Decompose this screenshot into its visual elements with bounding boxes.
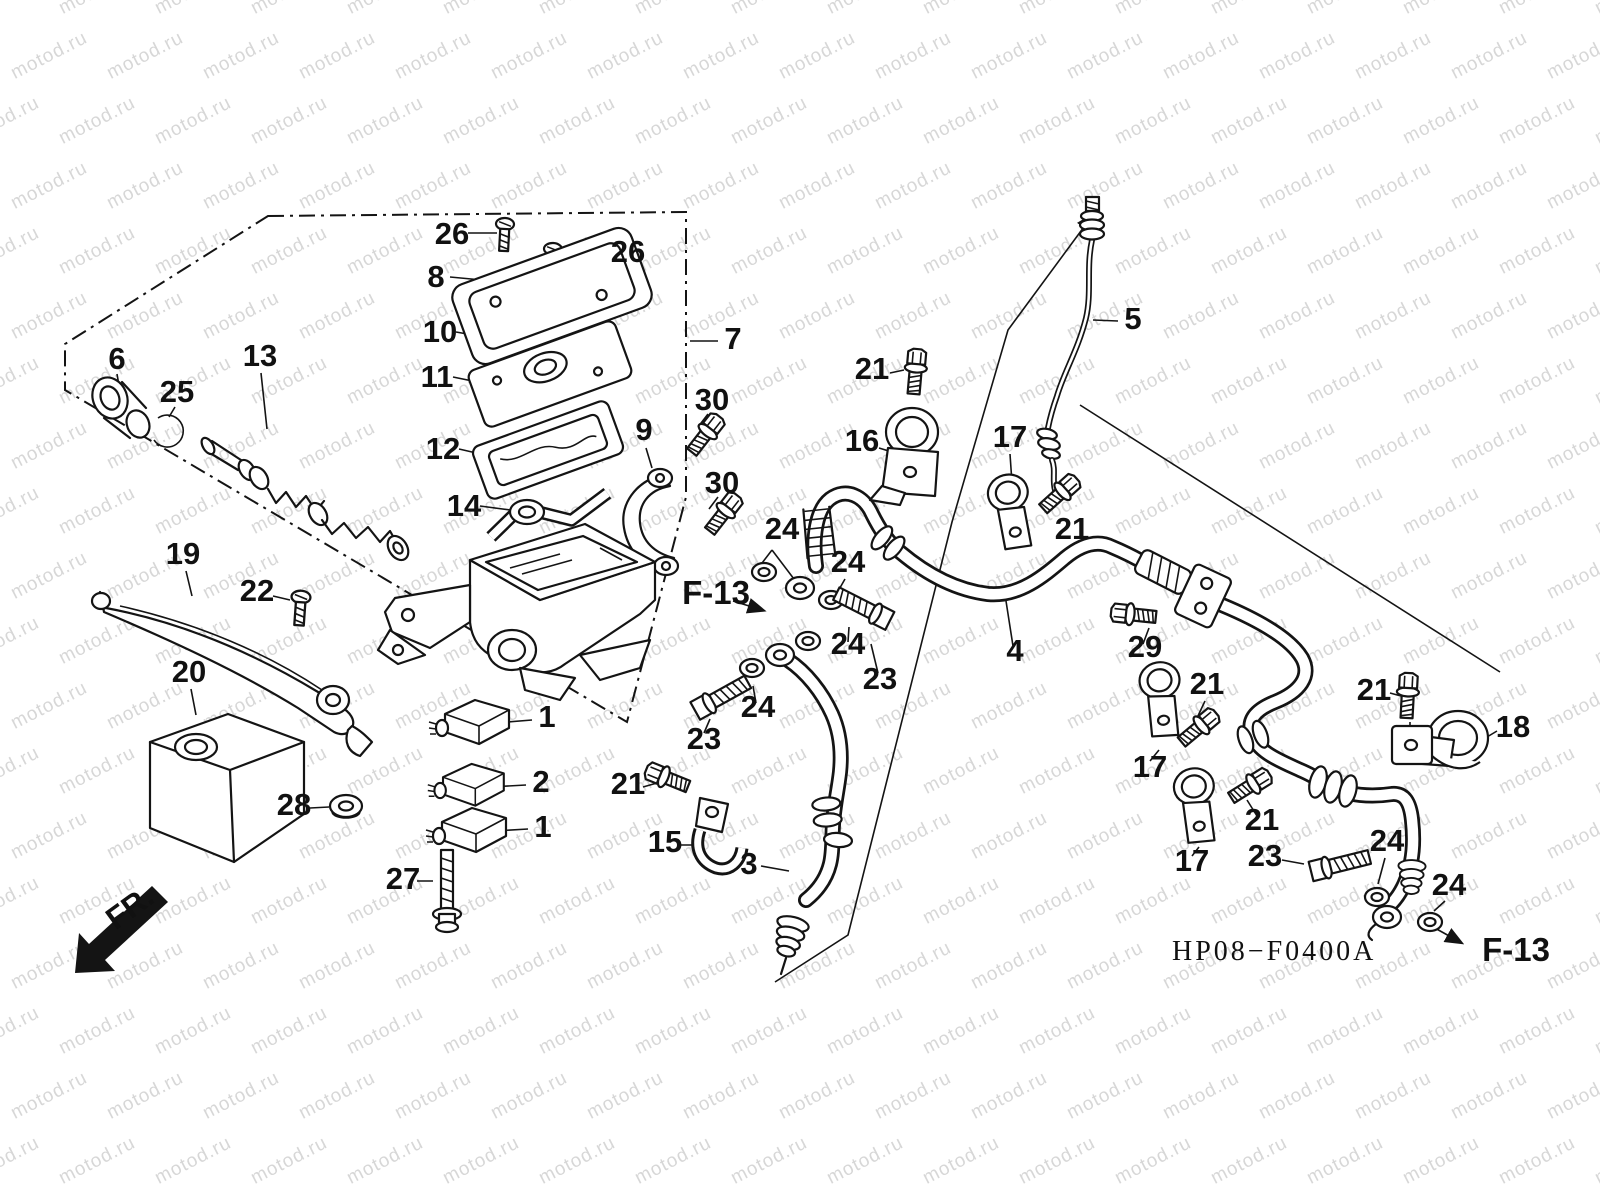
bolt-21-f [1394, 671, 1421, 720]
callout-28: 28 [277, 787, 311, 822]
ref-label-f-13: F-13 [682, 574, 750, 611]
banjo-bolt-23c [1307, 845, 1374, 884]
leader-lines [116, 232, 1498, 912]
bracket-15 [691, 796, 749, 876]
brake-hose-4 [802, 485, 1444, 942]
callout-6: 6 [108, 341, 125, 376]
callout-29: 29 [1128, 629, 1162, 664]
callout-24: 24 [831, 626, 866, 661]
callout-21: 21 [611, 766, 645, 801]
banjo-bolt-23a [830, 582, 896, 632]
callout-5: 5 [1124, 301, 1141, 336]
washer-14 [508, 498, 546, 526]
triple-ring [1308, 765, 1358, 808]
callout-1: 1 [538, 699, 555, 734]
pipe-clamp-16 [868, 406, 940, 507]
callout-17: 17 [1175, 843, 1209, 878]
set-plate-10 [467, 320, 633, 428]
callout-27: 27 [386, 861, 420, 896]
callout-30: 30 [705, 465, 739, 500]
callout-12: 12 [426, 431, 460, 466]
callout-3: 3 [740, 846, 757, 881]
callout-30: 30 [695, 382, 729, 417]
circlip-25 [153, 414, 185, 448]
callout-14: 14 [447, 488, 482, 523]
hose-clamp-1b [424, 806, 508, 854]
callout-21: 21 [1357, 672, 1391, 707]
hose-clamp-1a [427, 698, 511, 746]
callout-24: 24 [1432, 867, 1467, 902]
callout-9: 9 [635, 412, 652, 447]
bolt-21-a [901, 347, 930, 396]
diaphragm-11 [471, 400, 625, 500]
front-direction-arrow: FR. [75, 879, 168, 973]
callout-10: 10 [423, 314, 457, 349]
junction-block [1174, 563, 1232, 629]
callout-2: 2 [532, 764, 549, 799]
callout-21: 21 [1190, 666, 1224, 701]
bolt-21-b [1034, 469, 1086, 519]
reservoir-cover-8 [451, 226, 653, 366]
callout-18: 18 [1496, 709, 1530, 744]
phantom-boundary-master-cylinder [64, 210, 687, 724]
callout-4: 4 [1006, 633, 1024, 668]
holder-clamp-9 [622, 467, 680, 577]
bolt-27 [431, 848, 463, 934]
bolt-21-e [641, 758, 694, 798]
hose-clamp-2 [426, 762, 505, 807]
washer-24-group [738, 561, 845, 679]
callout-layer: 2626810111214973030625131922202827121211… [108, 216, 1550, 968]
pivot-screw-22 [288, 588, 313, 628]
piston-set-13 [200, 436, 410, 562]
callout-24: 24 [831, 544, 866, 579]
bolt-21-d [1224, 763, 1277, 809]
callout-26: 26 [435, 216, 469, 251]
callout-11: 11 [421, 359, 454, 394]
callout-21: 21 [1055, 511, 1089, 546]
callout-26: 26 [611, 234, 645, 269]
callout-1: 1 [534, 809, 551, 844]
pipe-clamp-17c [1169, 763, 1227, 848]
callout-19: 19 [166, 536, 200, 571]
callout-21: 21 [1245, 802, 1279, 837]
callout-22: 22 [240, 573, 274, 608]
brake-hose-3 [768, 652, 854, 976]
callout-8: 8 [427, 259, 444, 294]
diagram-code: HP08−F0400A [1172, 936, 1376, 967]
screw-26-left [493, 216, 516, 253]
hose-clamp-18 [1390, 709, 1490, 770]
callout-23: 23 [863, 661, 897, 696]
callout-21: 21 [855, 351, 889, 386]
master-cylinder-body [376, 522, 657, 702]
brake-pipe-5 [1036, 195, 1106, 493]
callout-17: 17 [1133, 749, 1167, 784]
callout-15: 15 [648, 824, 682, 859]
callout-24: 24 [1370, 823, 1405, 858]
callout-13: 13 [243, 338, 277, 373]
callout-7: 7 [724, 321, 741, 356]
callout-23: 23 [1248, 838, 1282, 873]
callout-24: 24 [765, 511, 800, 546]
ref-label-f-13: F-13 [1482, 931, 1550, 968]
boot-6 [91, 376, 151, 440]
callout-25: 25 [160, 374, 194, 409]
grommet-28 [328, 793, 364, 819]
callout-24: 24 [741, 689, 776, 724]
bolt-21-c [1173, 703, 1225, 752]
callout-23: 23 [687, 721, 721, 756]
reservoir-boot-20 [148, 712, 306, 864]
callout-17: 17 [993, 419, 1027, 454]
brake-lever-19 [90, 590, 374, 758]
pipe-clamp-17a [982, 469, 1043, 555]
callout-20: 20 [172, 654, 206, 689]
pipe-clamp-17b [1135, 658, 1191, 742]
bolt-29 [1108, 600, 1159, 629]
plate-spring-12 [486, 488, 612, 542]
callout-16: 16 [845, 423, 879, 458]
spring-guard-coil [802, 505, 837, 560]
